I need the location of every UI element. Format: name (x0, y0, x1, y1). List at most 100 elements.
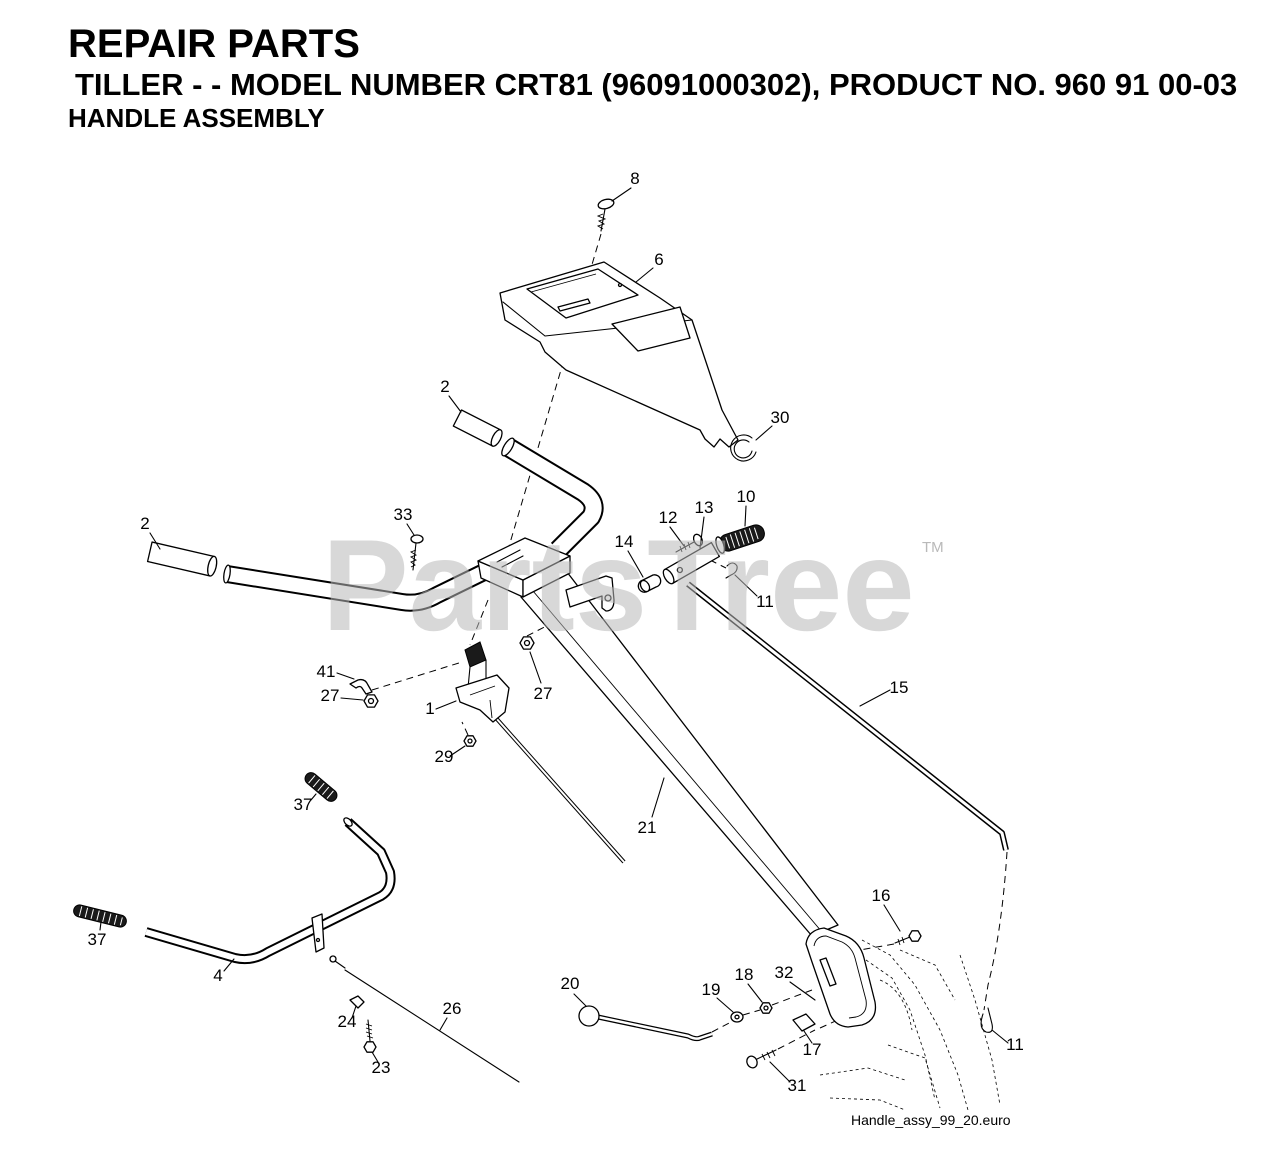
grip-body (73, 904, 127, 928)
lever-hole (676, 566, 684, 574)
screw-thread (596, 213, 607, 230)
leader-line (449, 745, 466, 757)
cover-display-window (611, 306, 691, 352)
callout-17: 17 (803, 1040, 822, 1059)
carriage-bolt-part-33 (409, 534, 424, 571)
leader-line (611, 187, 632, 202)
callout-1: 1 (425, 699, 434, 718)
ghost-line (959, 954, 1001, 1106)
pivot-bolt-line (859, 943, 895, 951)
leader-line (803, 1030, 813, 1044)
callout-23: 23 (372, 1058, 391, 1077)
bracket-plate (455, 674, 510, 723)
callout-33: 33 (394, 505, 413, 524)
callout-27-left: 27 (321, 686, 340, 705)
console-cover-part-6 (499, 261, 739, 448)
leader-line (371, 1051, 379, 1063)
leader-line (448, 395, 462, 413)
leader-line (336, 672, 355, 680)
hairpin-clip-part-11-lower (980, 1007, 993, 1033)
retaining-clip-part-30 (730, 434, 757, 462)
cover-hole (617, 282, 623, 288)
cable-line (344, 969, 520, 1083)
callout-8: 8 (630, 169, 639, 188)
page-header: REPAIR PARTS TILLER - - MODEL NUMBER CRT… (68, 22, 1237, 133)
callout-24: 24 (338, 1012, 357, 1031)
callout-11-lower: 11 (1006, 1035, 1024, 1054)
ghost-line (865, 959, 936, 1101)
ghost-line (861, 939, 969, 1111)
column-end-plate (805, 927, 877, 1028)
shift-lever-part-20 (578, 1005, 713, 1042)
leader-line (651, 777, 665, 818)
bolt-head (410, 534, 424, 544)
leader-line (439, 1017, 448, 1031)
bolt-shank (367, 1019, 371, 1042)
bolt-thread (679, 541, 691, 553)
lever-clip-line (709, 559, 727, 569)
screw-part-8 (596, 198, 615, 232)
bail-tab-hole (315, 937, 321, 943)
nut-part-18 (759, 1002, 773, 1014)
upper-handle-tube (501, 437, 604, 558)
end-plate-inner-edge (813, 935, 867, 1019)
clip-axis-line (371, 661, 463, 691)
callout-30: 30 (771, 408, 790, 427)
throttle-bracket-part-1 (455, 641, 626, 864)
lever-part-13 (662, 541, 721, 585)
callout-2-upper: 2 (440, 377, 449, 396)
grip-open-end (490, 429, 503, 447)
bail-fill (145, 819, 394, 963)
spacer-end (639, 579, 651, 593)
leader-line (529, 651, 542, 684)
cover-top-panel (526, 268, 639, 319)
ghost-line (899, 949, 956, 1001)
leader-line (744, 505, 747, 527)
hairpin-clip-part-11-upper (725, 562, 738, 579)
callout-29: 29 (435, 747, 454, 766)
callout-20: 20 (561, 974, 580, 993)
cover-slot (557, 298, 591, 312)
leader-line (223, 958, 235, 972)
callout-19: 19 (702, 980, 721, 999)
bolt-part-23 (363, 1019, 377, 1053)
leader-line (747, 983, 763, 1003)
plate-shape (792, 1013, 816, 1032)
model-subtitle: TILLER - - MODEL NUMBER CRT81 (960910003… (75, 67, 1237, 102)
screw-head (597, 198, 615, 210)
page-title: REPAIR PARTS (68, 22, 360, 66)
leader-line (669, 526, 685, 547)
leader-line (769, 1061, 791, 1083)
bail-open-end (343, 817, 353, 827)
bail-handle-part-4 (144, 817, 396, 965)
lever-rod-fill (597, 1015, 713, 1040)
nut-hole (763, 1005, 769, 1011)
leader-line (340, 697, 364, 701)
leader-line (310, 793, 317, 801)
nut-part-27-left (363, 694, 379, 708)
bail-outline (144, 818, 396, 965)
nut-part-29 (463, 735, 477, 747)
bracket-top-face (477, 537, 571, 581)
bolt-thread (761, 1049, 776, 1061)
leader-line (627, 550, 644, 578)
grip-part-37-left (73, 904, 127, 928)
cable-clip-part-41 (349, 678, 373, 695)
hand-grip-part-2-left (146, 541, 218, 577)
lever-knob (578, 1005, 600, 1027)
callout-4: 4 (213, 966, 222, 985)
rod-to-clip-line (983, 851, 1008, 1011)
leader-line (991, 1029, 1009, 1044)
washer-hole (734, 1014, 740, 1020)
callout-26: 26 (443, 999, 462, 1018)
bolt-thread (409, 549, 418, 568)
grip-open-end (207, 555, 218, 577)
throttle-wire-fill (495, 717, 625, 863)
ghost-line (819, 1067, 906, 1081)
leader-line (99, 921, 102, 931)
watermark-brand: PartsTree (322, 512, 915, 658)
spacer-part-14 (637, 574, 662, 593)
leader-line (755, 425, 773, 441)
grip-part-37-upper (304, 772, 338, 802)
